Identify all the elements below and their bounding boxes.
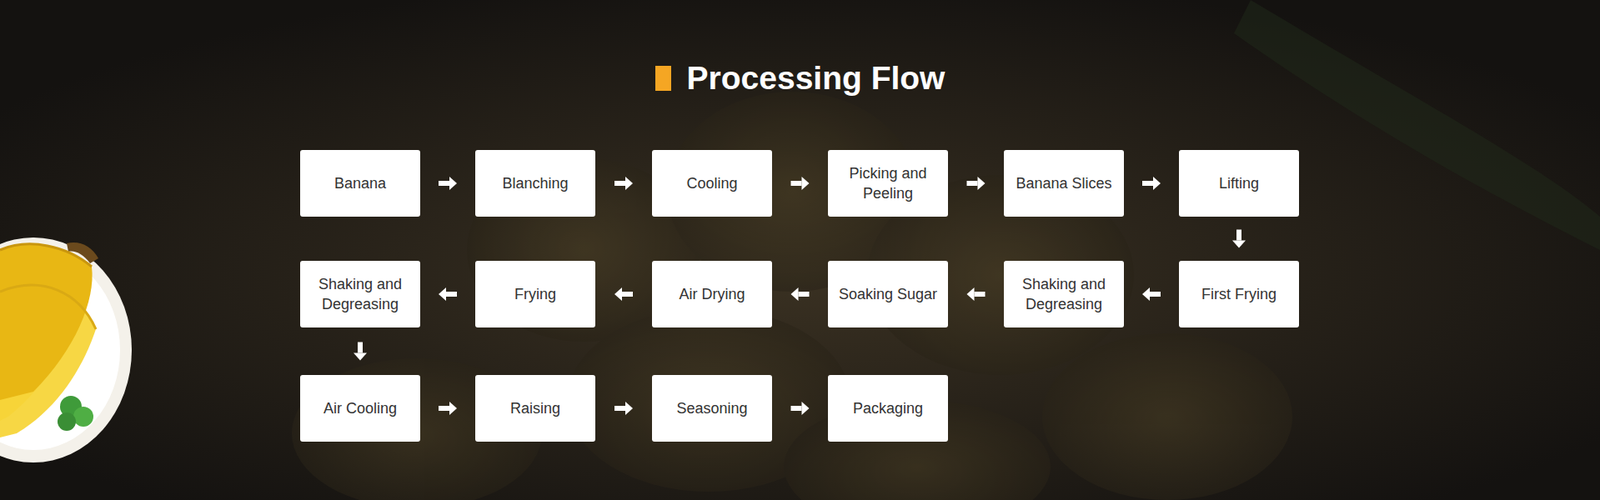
flow-arrow: [791, 287, 810, 301]
step-label: Frying: [514, 284, 557, 305]
step-label: Packaging: [852, 398, 923, 419]
flow-arrow: [438, 176, 457, 191]
title-marker: [655, 65, 672, 91]
step-label: Soaking Sugar: [838, 284, 938, 305]
process-box: Soaking Sugar: [827, 260, 948, 328]
flow-arrow: [614, 401, 633, 416]
diagram-title: Processing Flow: [687, 56, 946, 101]
step-label: Banana: [334, 173, 387, 194]
process-box: Lifting: [1178, 150, 1300, 217]
step-label: Shaking and Degreasing: [1012, 274, 1116, 315]
flow-arrow: [1142, 287, 1161, 301]
flow-arrow: [438, 401, 457, 416]
step-label: Picking and Peeling: [836, 163, 940, 204]
process-box: Picking and Peeling: [827, 150, 948, 217]
flow-arrow: [1232, 230, 1246, 249]
flow-arrow: [438, 287, 457, 301]
step-label: Lifting: [1218, 173, 1259, 194]
step-label: Shaking and Degreasing: [308, 274, 412, 315]
flow-arrow: [353, 342, 367, 362]
process-box: Shaking and Degreasing: [1003, 260, 1124, 328]
banana-illustration: [0, 237, 132, 463]
process-box: Packaging: [827, 375, 948, 442]
process-box: Raising: [475, 375, 596, 442]
flow-arrow: [614, 287, 633, 301]
process-box: Banana: [300, 150, 421, 217]
flow-arrow: [614, 176, 633, 191]
step-label: Blanching: [501, 173, 568, 194]
process-box: Shaking and Degreasing: [300, 260, 421, 328]
flow-arrow: [1142, 176, 1161, 191]
step-label: First Frying: [1201, 284, 1277, 305]
process-box: Seasoning: [652, 375, 773, 442]
step-label: Air Drying: [678, 284, 745, 305]
flow-arrow: [791, 176, 810, 191]
flow-arrow: [967, 176, 986, 191]
step-label: Air Cooling: [323, 398, 397, 419]
process-box: Blanching: [475, 150, 596, 217]
process-box: Cooling: [652, 150, 773, 217]
process-box: Banana Slices: [1003, 150, 1124, 217]
process-box: Air Drying: [652, 260, 773, 328]
step-label: Banana Slices: [1015, 173, 1112, 194]
step-label: Seasoning: [676, 398, 748, 419]
step-label: Cooling: [686, 173, 738, 194]
process-box: First Frying: [1178, 260, 1300, 328]
flow-arrow: [791, 401, 810, 416]
flow-arrow: [967, 287, 986, 301]
process-box: Frying: [475, 260, 596, 328]
process-box: Air Cooling: [300, 375, 421, 442]
step-label: Raising: [510, 398, 561, 419]
